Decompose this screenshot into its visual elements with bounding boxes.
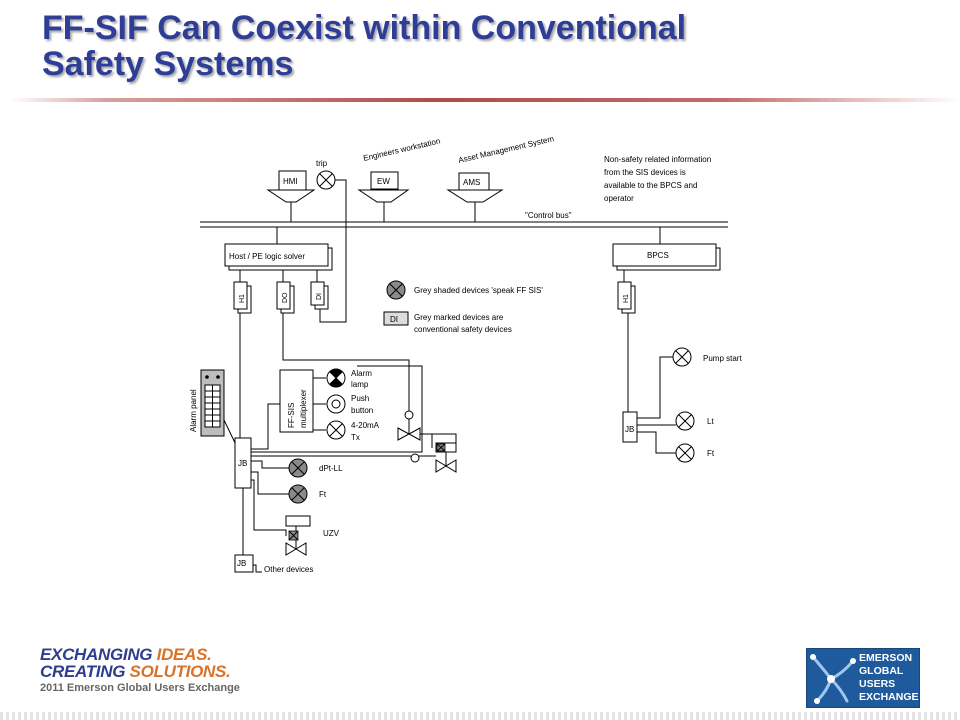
note-line: from the SIS devices is (604, 168, 686, 177)
logo-word: EMERSON (859, 652, 913, 664)
tx-label: Tx (351, 433, 360, 442)
control-bus-label: "Control bus" (525, 211, 572, 220)
di-label: DI (316, 293, 323, 300)
do-card (276, 281, 295, 314)
jb-bottom-label: JB (237, 559, 246, 568)
trip-indicator (316, 170, 347, 323)
logo-word: EXCHANGE (859, 691, 919, 703)
page-title: FF-SIF Can Coexist within Conventional S… (42, 10, 922, 82)
logo-word: EXCHANGING (40, 645, 157, 664)
jb-main-label: JB (238, 459, 247, 468)
dpt-ll-label: dPt-LL (319, 464, 343, 473)
tx-label: 4-20mA (351, 421, 380, 430)
hmi-workstation (266, 170, 316, 222)
h1-left-label: H1 (239, 294, 246, 303)
ams-workstation (446, 172, 504, 222)
logo-word: USERS (859, 678, 896, 690)
emerson-logo-words: EMERSON GLOBAL USERS EXCHANGE (859, 652, 919, 704)
legend-di-label: DI (390, 315, 398, 324)
main-junction-box (234, 313, 252, 555)
emerson-logo: EMERSON GLOBAL USERS EXCHANGE (806, 648, 920, 708)
trip-label: trip (316, 159, 328, 168)
legend-grey-device (386, 280, 406, 300)
bottom-decoration-strip (0, 712, 960, 720)
ft-left-label: Ft (319, 490, 327, 499)
di-card (310, 281, 329, 310)
exchanging-ideas-logo: EXCHANGING IDEAS. CREATING SOLUTIONS. 20… (40, 646, 300, 694)
logo-word: GLOBAL (859, 665, 904, 677)
logo-line-1: EXCHANGING IDEAS. (40, 646, 300, 663)
bpcs-controller (612, 227, 721, 271)
host-logic-solver (224, 227, 333, 271)
multiplexer-feed-wire (251, 365, 423, 453)
h1-card-left (233, 281, 252, 314)
legend-marked-text: conventional safety devices (414, 325, 512, 334)
title-line-1: FF-SIF Can Coexist within Conventional (42, 9, 687, 47)
alarm-panel (200, 369, 238, 448)
transmitter-icon (326, 420, 346, 440)
logo-word: CREATING (40, 662, 130, 681)
h1-card-right (617, 281, 636, 314)
hmi-label: HMI (283, 177, 298, 186)
alarm-lamp-label: Alarm (351, 369, 372, 378)
logo-line-2: CREATING SOLUTIONS. (40, 663, 300, 680)
logo-word: SOLUTIONS. (129, 662, 231, 681)
alarm-lamp-label: lamp (351, 380, 369, 389)
bottom-junction-box (234, 554, 262, 573)
ew-workstation (357, 171, 410, 222)
right-h1-segment (622, 313, 676, 454)
ams-label: AMS (463, 178, 480, 187)
network-icon (810, 654, 856, 704)
legend-di-box (383, 311, 409, 326)
uzv-label: UZV (323, 529, 340, 538)
safety-system-diagram: "Control bus" HMI trip EW Engineers work… (189, 134, 742, 574)
ew-label: EW (377, 177, 390, 186)
control-bus (200, 221, 728, 228)
pump-start-icon (672, 347, 692, 367)
note-line: operator (604, 194, 634, 203)
push-button-label: Push (351, 394, 369, 403)
ff-sis-label: FF-SIS (287, 403, 296, 428)
title-divider (10, 98, 960, 102)
bpcs-label: BPCS (647, 251, 669, 260)
lt-transmitter (675, 411, 695, 431)
do-label: DO (282, 292, 289, 303)
conventional-valve-icon (397, 410, 457, 448)
host-connections (239, 270, 625, 282)
title-line-2: Safety Systems (42, 45, 294, 83)
note-line: available to the BPCS and (604, 181, 697, 190)
push-button-label: button (351, 406, 373, 415)
ft-right-label: Ft (707, 449, 715, 458)
push-button-icon (326, 394, 346, 414)
lt-label: Lt (707, 417, 714, 426)
legend-grey-text: Grey shaded devices 'speak FF SIS' (414, 286, 543, 295)
ff-sis-multiplexer (251, 369, 326, 450)
ff-valve-icon (251, 442, 457, 473)
alarm-panel-label: Alarm panel (189, 389, 198, 432)
pump-start-label: Pump start (703, 354, 742, 363)
asset-management-label: Asset Management System (457, 134, 555, 165)
non-safety-note: Non-safety related information from the … (604, 155, 711, 203)
h1-right-label: H1 (623, 294, 630, 303)
dpt-ll-transmitter (251, 458, 308, 478)
jb-right-label: JB (625, 425, 634, 434)
alarm-lamp-icon (326, 368, 346, 388)
ft-right-transmitter (675, 443, 695, 463)
logo-word: IDEAS. (156, 645, 212, 664)
legend-marked-text: Grey marked devices are (414, 313, 504, 322)
other-devices-label: Other devices (264, 565, 313, 574)
do-signal-wire (282, 313, 410, 412)
uzv-valve (251, 479, 311, 556)
engineers-workstation-label: Engineers workstation (362, 136, 441, 162)
host-label: Host / PE logic solver (229, 252, 305, 261)
note-line: Non-safety related information (604, 155, 711, 164)
multiplexer-label: multiplexer (299, 389, 308, 428)
ft-left-transmitter (251, 471, 308, 504)
event-caption: 2011 Emerson Global Users Exchange (40, 682, 240, 694)
